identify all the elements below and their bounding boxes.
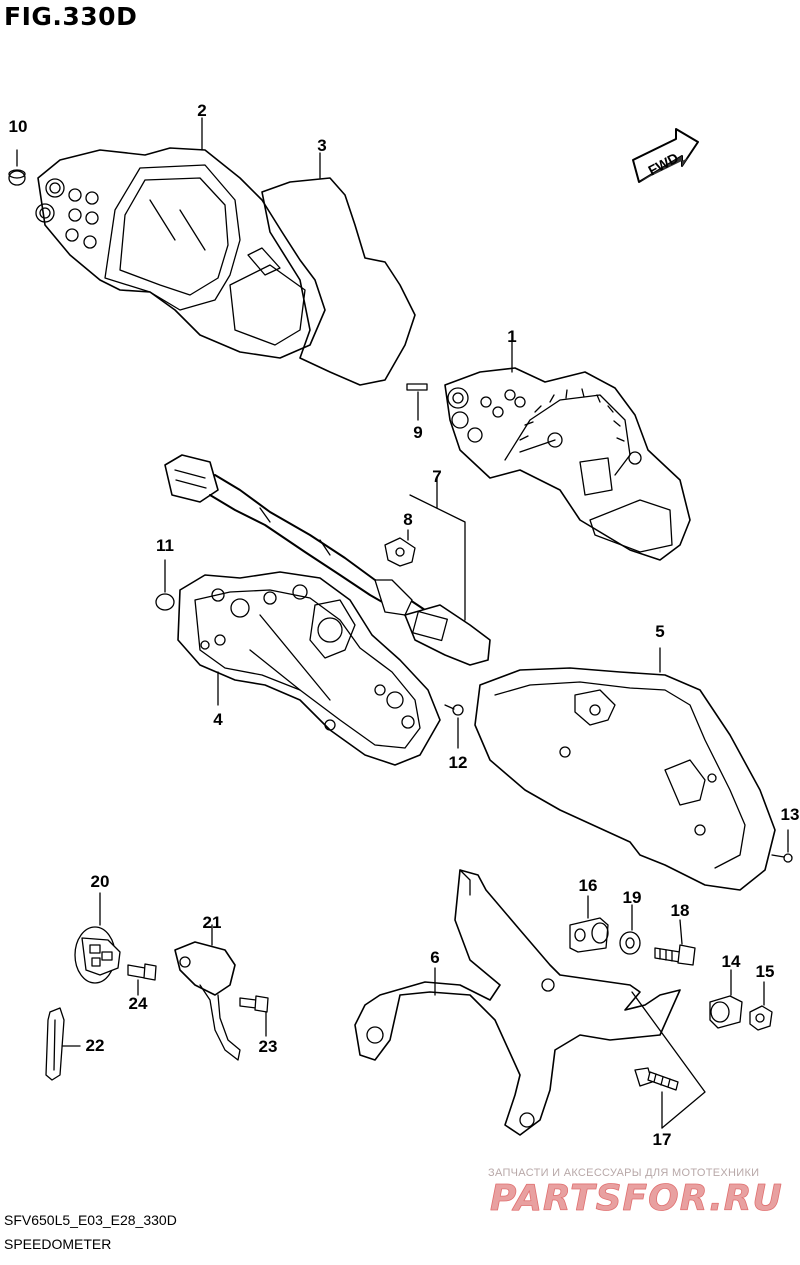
callout-20: 20 xyxy=(90,872,110,891)
callout-22: 22 xyxy=(85,1036,105,1055)
part-11-pad xyxy=(155,559,175,611)
callout-9: 9 xyxy=(413,423,423,442)
part-22-strap xyxy=(45,1007,81,1081)
part-18-bolt xyxy=(654,919,696,966)
part-1-meter-assembly xyxy=(444,339,691,561)
part-20-switch-boot xyxy=(74,892,121,984)
figure-name: SPEEDOMETER xyxy=(4,1236,112,1252)
callout-21: 21 xyxy=(202,913,222,932)
part-5-rear-cover xyxy=(474,647,776,891)
part-7-wiring-harness xyxy=(164,454,491,666)
callout-6: 6 xyxy=(430,948,440,967)
callout-1: 1 xyxy=(507,327,517,346)
part-9-screw xyxy=(406,383,428,421)
part-14-rubber-mount xyxy=(709,969,743,1029)
callout-3: 3 xyxy=(317,136,327,155)
part-21-switch xyxy=(174,924,241,1061)
callout-14: 14 xyxy=(721,952,741,971)
watermark-logo: PARTSFOR.RU xyxy=(490,1178,783,1220)
part-8-clip xyxy=(384,529,416,567)
callout-13: 13 xyxy=(780,805,800,824)
callout-7: 7 xyxy=(432,467,442,486)
part-23-screw xyxy=(239,995,269,1037)
part-4-lower-case xyxy=(177,571,441,766)
part-10-cap xyxy=(8,149,26,186)
figure-model-code: SFV650L5_E03_E28_330D xyxy=(4,1212,177,1228)
callout-2: 2 xyxy=(197,101,207,120)
watermark-brand: PARTSFOR.RU xyxy=(490,1178,783,1219)
callout-16: 16 xyxy=(578,876,598,895)
callout-17: 17 xyxy=(652,1130,672,1149)
part-19-collar xyxy=(619,904,641,955)
figure-title: FIG.330D xyxy=(4,2,138,31)
part-15-nut xyxy=(749,981,773,1031)
part-17-bolt xyxy=(631,991,706,1129)
part-2-upper-cover xyxy=(35,117,326,359)
part-16-rubber-mount xyxy=(569,895,609,953)
callout-12: 12 xyxy=(448,753,468,772)
callout-8: 8 xyxy=(403,510,413,529)
part-13-screw xyxy=(771,829,793,863)
part-3-gasket xyxy=(261,152,416,386)
callout-5: 5 xyxy=(655,622,665,641)
fwd-arrow-icon: FWD xyxy=(632,128,699,183)
callout-4: 4 xyxy=(213,710,223,729)
part-24-screw xyxy=(127,963,157,996)
part-6-bracket xyxy=(354,869,681,1136)
callout-10: 10 xyxy=(8,117,28,136)
watermark-tagline: ЗАПЧАСТИ И АКСЕССУАРЫ ДЛЯ МОТОТЕХНИКИ xyxy=(488,1167,760,1179)
callout-15: 15 xyxy=(755,962,775,981)
callout-24: 24 xyxy=(128,994,148,1013)
callout-11: 11 xyxy=(156,536,174,555)
callout-18: 18 xyxy=(670,901,690,920)
callout-19: 19 xyxy=(622,888,642,907)
callout-23: 23 xyxy=(258,1037,278,1056)
part-12-screw xyxy=(444,704,464,749)
